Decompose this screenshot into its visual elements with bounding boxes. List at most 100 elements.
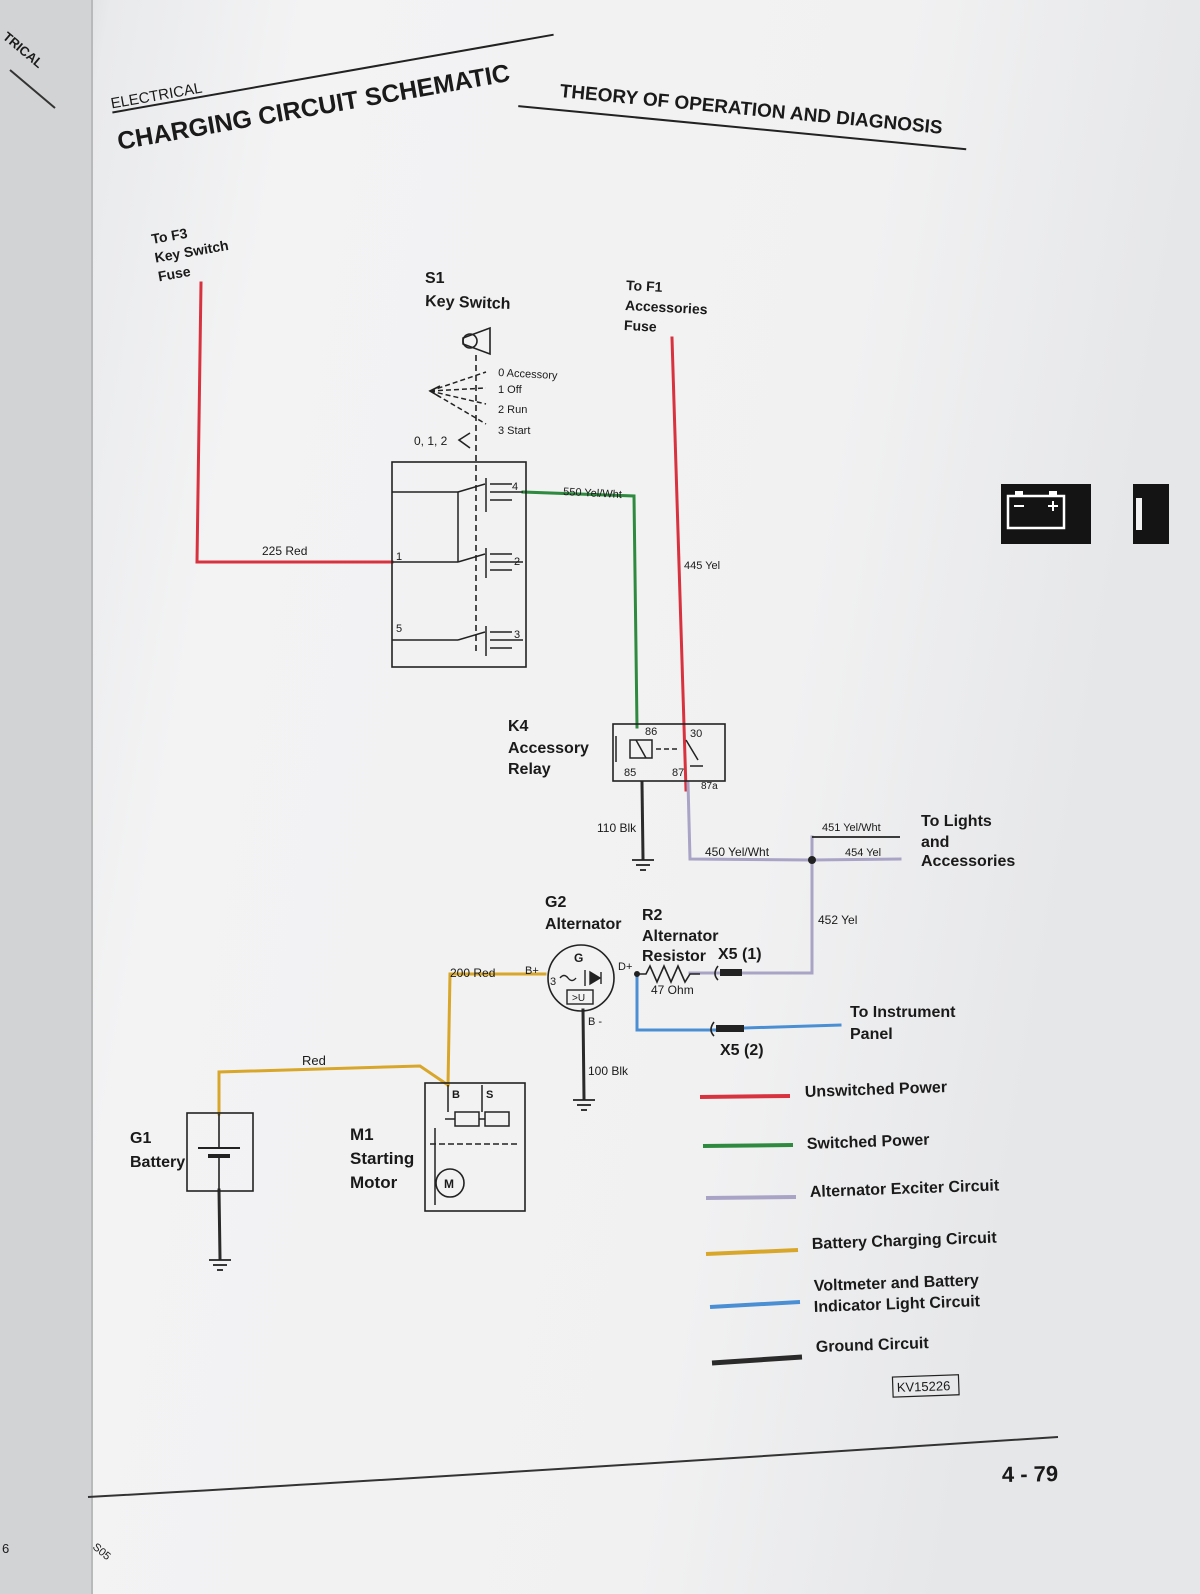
g2-alternator-body xyxy=(547,944,615,1012)
battery-tab xyxy=(1001,484,1091,544)
label-445-yel: 445 Yel xyxy=(684,560,720,572)
g2-phase-number: 3 xyxy=(550,976,556,988)
svg-text:KV15226: KV15226 xyxy=(897,1378,951,1395)
legend-label-switched: Switched Power xyxy=(807,1132,930,1153)
k4-coil-symbol xyxy=(615,736,703,767)
s1-pos-label: 0, 1, 2 xyxy=(414,434,448,448)
g2-name: Alternator xyxy=(545,916,621,933)
f1-label: To F1 Accessories Fuse xyxy=(624,277,708,335)
g2-b-plus: B+ xyxy=(525,965,539,977)
key-icon xyxy=(462,326,491,356)
g1-name: Battery xyxy=(130,1154,185,1171)
ground-symbol-100 xyxy=(573,1099,595,1111)
ground-symbol-110 xyxy=(632,859,654,871)
label-red: Red xyxy=(302,1053,326,1068)
legend-swatch-voltmeter xyxy=(709,1300,801,1309)
to-panel-2: Panel xyxy=(850,1026,893,1043)
legend-label-voltmeter-1: Voltmeter and Battery xyxy=(814,1272,980,1295)
svg-text:Fuse: Fuse xyxy=(157,263,192,284)
m1-motor-symbol xyxy=(435,1168,465,1198)
m1-b-terminal: B xyxy=(452,1089,460,1101)
m1-id: M1 xyxy=(350,1125,374,1144)
label-454-yel: 454 Yel xyxy=(845,847,881,859)
g2-internal-symbol: >U xyxy=(559,970,602,1005)
x5-2-label: X5 (2) xyxy=(720,1042,764,1059)
legend-swatch-ground xyxy=(711,1354,803,1366)
header-left: ELECTRICAL CHARGING CIRCUIT SCHEMATIC xyxy=(109,33,554,156)
k4-id: K4 xyxy=(508,718,529,735)
s1-contacts xyxy=(392,478,523,656)
to-panel-1: To Instrument xyxy=(850,1004,956,1021)
header-right: THEORY OF OPERATION AND DIAGNOSIS xyxy=(518,81,967,151)
svg-text:Fuse: Fuse xyxy=(624,317,658,335)
page-title: CHARGING CIRCUIT SCHEMATIC xyxy=(115,59,512,156)
wire-550-yelwht xyxy=(521,490,639,729)
running-head-rule xyxy=(518,105,967,151)
label-450-yelwht: 450 Yel/Wht xyxy=(705,845,770,859)
wire-battery-ground xyxy=(217,1188,222,1260)
x5-2-pin xyxy=(716,1025,744,1032)
footer-stub: S05 xyxy=(90,1541,113,1563)
label-100-blk: 100 Blk xyxy=(588,1064,629,1078)
g2-g-mark: G xyxy=(574,951,583,965)
legend: Unswitched Power Switched Power Alternat… xyxy=(699,1079,1001,1366)
m1-name-2: Motor xyxy=(350,1173,398,1192)
s1-id: S1 xyxy=(425,270,445,287)
splice-dot xyxy=(808,856,816,864)
k4-terminal-87a: 87a xyxy=(701,781,718,792)
wire-200-red xyxy=(446,972,547,1087)
k4-name-2: Relay xyxy=(508,761,551,778)
g2-b-minus: B - xyxy=(588,1016,602,1028)
s1-pos-accessory: 0 Accessory xyxy=(498,367,558,382)
svg-text:Accessories: Accessories xyxy=(625,297,708,317)
label-200-red: 200 Red xyxy=(450,966,495,980)
m1-name-1: Starting xyxy=(350,1149,414,1168)
s1-pos-start: 3 Start xyxy=(498,425,530,437)
page-number: 4 - 79 xyxy=(1002,1461,1059,1487)
label-452-yel: 452 Yel xyxy=(818,913,857,927)
r2-id: R2 xyxy=(642,907,663,924)
svg-text:>U: >U xyxy=(572,993,585,1004)
r2-name-2: Resistor xyxy=(642,948,706,965)
legend-label-exciter: Alternator Exciter Circuit xyxy=(810,1177,1001,1201)
svg-text:To F1: To F1 xyxy=(626,277,663,295)
legend-swatch-charging xyxy=(705,1248,799,1256)
k4-terminal-30: 30 xyxy=(690,728,702,740)
k4-terminal-86: 86 xyxy=(645,726,657,738)
legend-label-voltmeter-2: Indicator Light Circuit xyxy=(814,1293,981,1316)
legend-swatch-unswitched xyxy=(699,1094,791,1099)
s1-position-fan xyxy=(428,371,487,425)
g2-d-plus: D+ xyxy=(618,961,632,973)
legend-label-unswitched: Unswitched Power xyxy=(805,1079,948,1101)
ground-symbol-battery xyxy=(209,1259,231,1271)
wire-225-red xyxy=(195,281,394,564)
g1-id: G1 xyxy=(130,1130,151,1147)
wire-d-plus-panel xyxy=(635,971,717,1032)
header-rule xyxy=(112,33,554,114)
m1-solenoid-symbol xyxy=(430,1085,520,1205)
legend-label-charging: Battery Charging Circuit xyxy=(812,1230,998,1253)
x5-1-connector xyxy=(714,965,719,981)
s1-name: Key Switch xyxy=(425,293,511,313)
k4-name-1: Accessory xyxy=(508,740,589,757)
s1-terminal-1: 1 xyxy=(396,551,402,563)
legend-swatch-exciter xyxy=(705,1195,797,1200)
svg-text:To F3: To F3 xyxy=(150,225,189,247)
legend-swatch-switched xyxy=(702,1143,794,1148)
running-head: THEORY OF OPERATION AND DIAGNOSIS xyxy=(559,81,943,139)
k4-terminal-87: 87 xyxy=(672,767,684,779)
r2-name-1: Alternator xyxy=(642,928,718,945)
section-label: ELECTRICAL xyxy=(109,80,203,113)
f3-label: To F3 Key Switch Fuse xyxy=(150,225,230,285)
s1-pos-off: 1 Off xyxy=(498,384,523,396)
to-lights-2: and xyxy=(921,834,949,851)
r2-resistor-symbol xyxy=(637,964,700,984)
s1-switch-body xyxy=(391,461,527,668)
s1-terminal-4: 4 xyxy=(512,481,518,493)
label-225-red: 225 Red xyxy=(262,544,307,558)
r2-value: 47 Ohm xyxy=(651,983,694,997)
label-451-yelwht: 451 Yel/Wht xyxy=(822,822,881,834)
m1-motor-body xyxy=(424,1082,526,1212)
s1-detent-mark xyxy=(457,432,471,449)
